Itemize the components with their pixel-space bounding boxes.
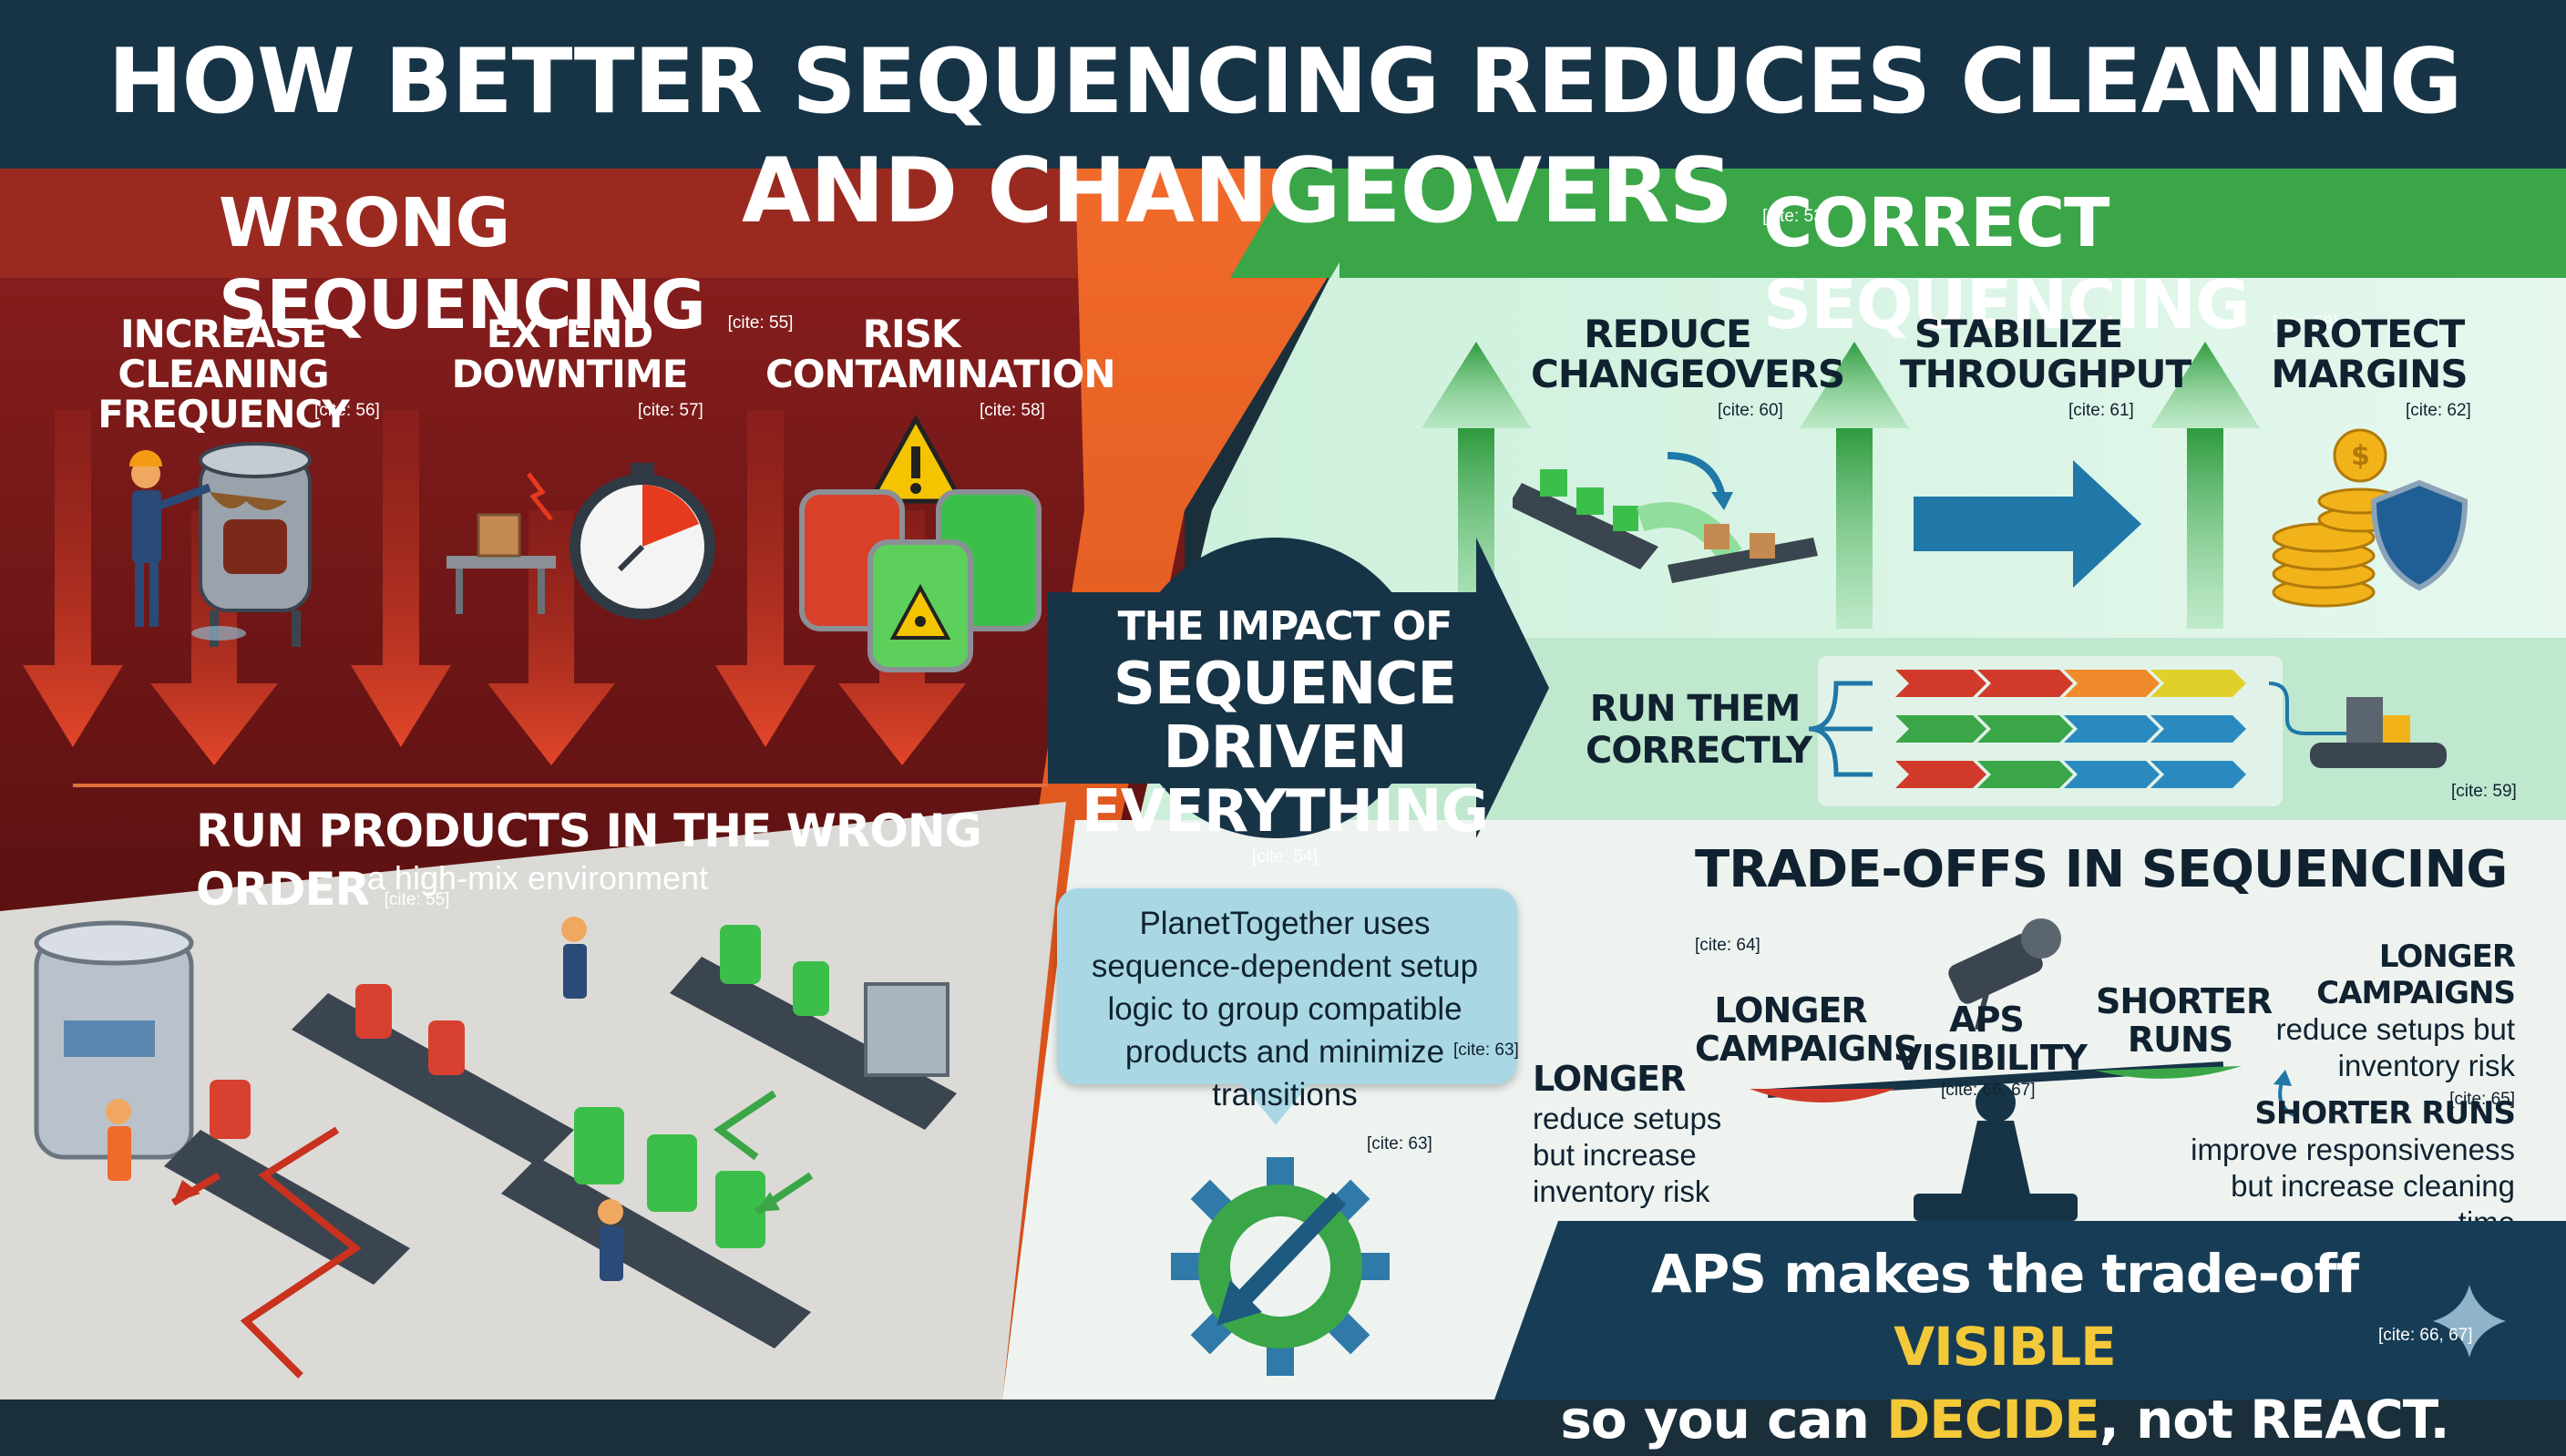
impact-line2: SEQUENCE DRIVEN [1113, 651, 1457, 782]
run-correctly-label: RUN THEM CORRECTLY [1586, 688, 1812, 772]
effect-cleaning: INCREASE CLEANING FREQUENCY [46, 314, 401, 435]
footer-part2: so you can [1560, 1389, 1887, 1451]
sync-gear-icon [1171, 1157, 1390, 1376]
wrong-order-cite: [cite: 55] [384, 890, 450, 909]
svg-text:$: $ [2351, 440, 2370, 472]
benefit-changeovers-cite: [cite: 60] [1718, 401, 1783, 420]
aps-visibility-cite: [cite: 66, 67] [1941, 1081, 2036, 1100]
tradeoff-bottomright-body: improve responsiveness but increase clea… [2191, 1133, 2515, 1239]
wrong-heading: WRONG SEQUENCING [cite: 55] [219, 182, 948, 344]
pan-left-label: LONGER CAMPAIGNS [1695, 990, 1918, 1069]
tradeoff-bottomright: SHORTER RUNS improve responsiveness but … [2178, 1095, 2516, 1241]
impact-arrow [1048, 538, 1549, 838]
effect-cleaning-label: INCREASE CLEANING FREQUENCY [98, 312, 350, 436]
factory-floor-illustration [34, 917, 957, 1379]
benefit-throughput: STABILIZE THROUGHPUT [1900, 312, 2191, 396]
conveyor-boxes-icon [1513, 452, 1818, 583]
tradeoffs-heading-text: TRADE-OFFS IN SEQUENCING [1695, 840, 2508, 899]
effect-contamination: RISK CONTAMINATION [765, 312, 1116, 396]
page-title-text: HOW BETTER SEQUENCING REDUCES CLEANING A… [108, 30, 2463, 243]
footer-line1: APS makes the trade-off VISIBLE [1549, 1237, 2460, 1383]
tradeoff-topright: LONGER CAMPAIGNS reduce setups but inven… [2214, 938, 2516, 1110]
tradeoff-left-body: reduce setups but increase inventory ris… [1533, 1102, 1722, 1208]
page-title: HOW BETTER SEQUENCING REDUCES CLEANING A… [55, 27, 2515, 243]
wrong-order-subtitle: a high-mix environment [366, 859, 709, 897]
hazard-containers-icon [799, 414, 1042, 672]
planettogether-callout [1057, 888, 1517, 1084]
footer-cite: [cite: 66, 67] [2378, 1326, 2473, 1345]
tradeoffs-heading-cite: [cite: 64] [1695, 936, 1760, 955]
tradeoff-topright-title: LONGER CAMPAIGNS [2316, 938, 2516, 1011]
dirty-tank-worker-icon [129, 442, 312, 647]
effect-contamination-label: RISK CONTAMINATION [765, 312, 1116, 396]
balance-scale-icon [1750, 918, 2242, 1221]
aps-visibility-label: APS VISIBILITY [1895, 1000, 2088, 1078]
benefit-changeovers-label: REDUCE CHANGEOVERS [1531, 312, 1845, 396]
benefit-changeovers: REDUCE CHANGEOVERS [1531, 312, 1845, 396]
footer-line2: so you can DECIDE, not REACT. [1549, 1383, 2460, 1456]
tradeoff-bottomright-title: SHORTER RUNS [2254, 1095, 2516, 1132]
tradeoff-topright-body: reduce setups but inventory risk [2275, 1012, 2515, 1082]
gear-cite: [cite: 63] [1367, 1134, 1432, 1154]
footer-part3: , not REACT. [2099, 1389, 2450, 1451]
run-correctly-cite: [cite: 59] [2451, 782, 2517, 801]
pan-right-label: SHORTER RUNS [2096, 981, 2273, 1060]
tradeoff-left-title: LONGER [1533, 1059, 1686, 1099]
tradeoffs-heading: TRADE-OFFS IN SEQUENCING [cite: 64] [1695, 838, 2515, 978]
footer-text: APS makes the trade-off VISIBLE so you c… [1549, 1237, 2460, 1456]
effect-cleaning-cite: [cite: 56] [314, 401, 380, 420]
benefit-margins-cite: [cite: 62] [2406, 401, 2471, 420]
correct-heading: CORRECT SEQUENCING [cite: 58] [1763, 182, 2547, 344]
benefit-margins-label: PROTECT MARGINS [2271, 312, 2468, 396]
callout-pointer [1239, 1080, 1312, 1125]
wrong-order-heading: RUN PRODUCTS IN THE WRONG ORDER [cite: 5… [196, 802, 1016, 929]
correct-heading-text: CORRECT SEQUENCING [1763, 184, 2251, 344]
callout-text: PlanetTogether uses sequence-dependent s… [1091, 906, 1479, 1113]
wrong-heading-cite: [cite: 55] [727, 313, 794, 333]
coins-shield-icon: $ [2272, 428, 2468, 608]
title-cite: [cite: 53] [1762, 207, 1828, 226]
impact-text: THE IMPACT OF SEQUENCE DRIVEN EVERYTHING… [1048, 601, 1522, 867]
effect-downtime: EXTEND DOWNTIME [446, 314, 693, 395]
footer-part1: APS makes the trade-off [1650, 1243, 2359, 1305]
footer-highlight-decide: DECIDE [1886, 1389, 2100, 1451]
wrong-order-text: RUN PRODUCTS IN THE WRONG ORDER [196, 805, 982, 916]
correct-heading-cite: [cite: 58] [2272, 313, 2338, 333]
footer-highlight-visible: VISIBLE [1894, 1316, 2117, 1378]
benefit-throughput-cite: [cite: 61] [2068, 401, 2134, 420]
impact-line1: THE IMPACT OF [1117, 603, 1453, 650]
effect-contamination-cite: [cite: 58] [980, 401, 1045, 420]
benefit-throughput-label: STABILIZE THROUGHPUT [1900, 312, 2191, 396]
curve-arrow-icon [2273, 1070, 2297, 1118]
wrong-heading-text: WRONG SEQUENCING [219, 184, 706, 344]
effect-downtime-cite: [cite: 57] [638, 401, 703, 420]
effect-downtime-label: EXTEND DOWNTIME [451, 312, 689, 396]
sequence-lanes [1809, 656, 2447, 806]
footer-banner [1494, 1221, 2566, 1400]
impact-line3: EVERYTHING [1081, 778, 1489, 846]
impact-cite: [cite: 54] [1252, 847, 1318, 866]
callout-cite: [cite: 63] [1453, 1041, 1519, 1060]
stopwatch-icon [446, 463, 715, 620]
tradeoff-topright-cite: [cite: 65] [2449, 1090, 2515, 1109]
benefit-margins: PROTECT MARGINS [2260, 314, 2479, 395]
